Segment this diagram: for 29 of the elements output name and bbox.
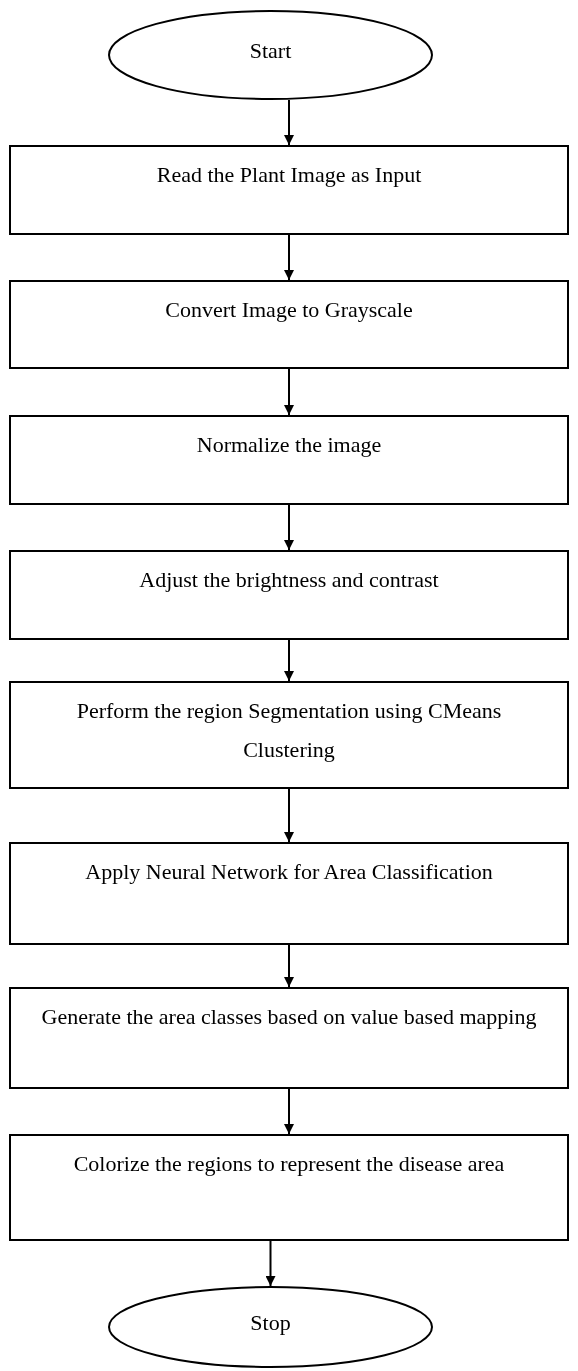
step-text: Start bbox=[249, 37, 292, 65]
arrow bbox=[284, 99, 294, 146]
step-text: Normalize the image bbox=[196, 431, 382, 459]
arrow bbox=[284, 639, 294, 682]
step-text: Generate the area classes based on value based mapping bbox=[41, 1003, 537, 1031]
arrow bbox=[265, 1240, 276, 1287]
step-text: Colorize the regions to represent the disease area bbox=[73, 1150, 505, 1178]
process-box bbox=[9, 145, 569, 235]
step-text: Read the Plant Image as Input bbox=[156, 161, 422, 189]
process-box bbox=[9, 550, 569, 640]
process-box bbox=[9, 681, 569, 789]
arrow bbox=[284, 234, 294, 281]
terminal-ellipse bbox=[108, 1286, 433, 1368]
process-box bbox=[9, 415, 569, 505]
step-text: Perform the region Segmentation using CMeans Clustering bbox=[75, 697, 503, 764]
arrow bbox=[284, 788, 294, 843]
arrow bbox=[284, 504, 294, 551]
step-text: Stop bbox=[250, 1309, 291, 1337]
process-box bbox=[9, 842, 569, 945]
step-text: Apply Neural Network for Area Classification bbox=[85, 858, 493, 886]
process-box bbox=[9, 280, 569, 369]
step-text: Adjust the brightness and contrast bbox=[139, 566, 439, 594]
terminal-ellipse bbox=[108, 10, 433, 100]
arrow bbox=[284, 1088, 294, 1135]
process-box bbox=[9, 987, 569, 1089]
process-box bbox=[9, 1134, 569, 1241]
arrow bbox=[284, 944, 294, 988]
step-text: Convert Image to Grayscale bbox=[165, 296, 413, 324]
arrow bbox=[284, 368, 294, 416]
